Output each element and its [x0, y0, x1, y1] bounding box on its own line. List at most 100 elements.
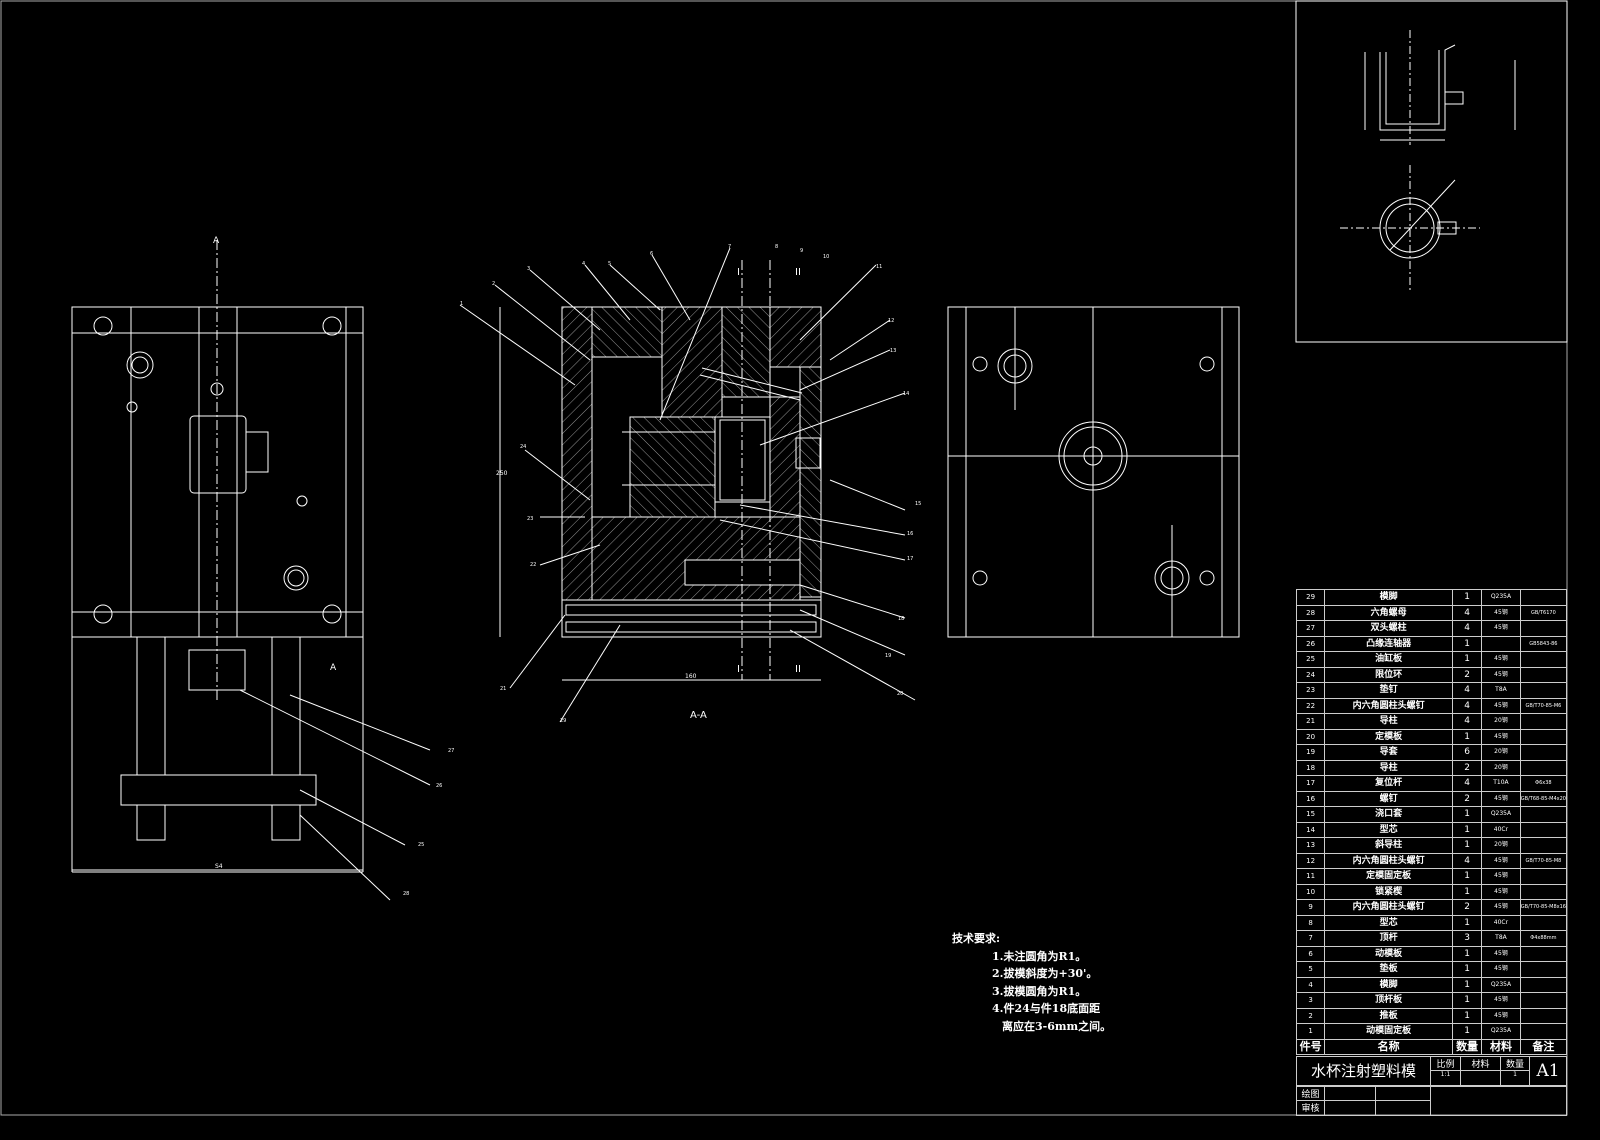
mark-roman-1-bottom: I: [737, 664, 740, 675]
scale-value: 1:1: [1430, 1070, 1461, 1086]
bom-cell-note: [1519, 666, 1568, 683]
bom-cell-no: 7: [1295, 930, 1326, 947]
bom-cell-no: 17: [1295, 775, 1326, 792]
bom-cell-name: 导套: [1324, 744, 1454, 761]
title-block: 水杯注射塑料模 比例 材料 数量 1:1 1 A1 绘图 审核: [1296, 1056, 1567, 1116]
tech-title: 技术要求:: [952, 932, 1001, 945]
bom-cell-note: [1519, 759, 1568, 776]
top-view: [947, 306, 1240, 638]
bom-cell-name: 内六角圆柱头螺钉: [1324, 697, 1454, 714]
bom-cell-qty: 数量: [1452, 1038, 1483, 1055]
bom-cell-name: 凸缘连轴器: [1324, 635, 1454, 652]
bom-cell-name: 模脚: [1324, 589, 1454, 606]
bom-cell-mat: 45钢: [1481, 790, 1521, 807]
bom-cell-no: 6: [1295, 945, 1326, 962]
leader-label: 19: [885, 653, 891, 659]
bom-cell-qty: 4: [1452, 697, 1483, 714]
bom-cell-qty: 2: [1452, 666, 1483, 683]
bom-cell-note: [1519, 589, 1568, 606]
bom-cell-no: 5: [1295, 961, 1326, 978]
part-detail-frame: [1295, 0, 1568, 343]
bom-cell-note: [1519, 961, 1568, 978]
mark-roman-2-bottom: II: [795, 664, 801, 675]
leader-label: 8: [775, 244, 778, 250]
leader-label: 18: [898, 616, 904, 622]
bom-cell-qty: 1: [1452, 728, 1483, 745]
bom-cell-qty: 4: [1452, 682, 1483, 699]
bom-cell-mat: 45钢: [1481, 945, 1521, 962]
bom-cell-note: GB/T70-85-M8x16: [1519, 899, 1568, 916]
bom-cell-qty: 1: [1452, 837, 1483, 854]
checked-value: [1324, 1100, 1376, 1116]
bom-cell-note: [1519, 1023, 1568, 1040]
bom-cell-mat: 45钢: [1481, 868, 1521, 885]
bom-cell-mat: 45钢: [1481, 992, 1521, 1009]
bom-cell-qty: 1: [1452, 821, 1483, 838]
drawing-frame: [0, 0, 1568, 1116]
bom-cell-name: 油缸板: [1324, 651, 1454, 668]
bom-cell-note: [1519, 883, 1568, 900]
bom-cell-name: 导柱: [1324, 759, 1454, 776]
bom-cell-no: 20: [1295, 728, 1326, 745]
bom-cell-mat: 45钢: [1481, 728, 1521, 745]
bom-cell-note: Φ4x88mm: [1519, 930, 1568, 947]
leader-label: 22: [530, 562, 536, 568]
checked-label: 审核: [1296, 1100, 1325, 1116]
leader-label: 29: [560, 718, 566, 724]
bom-cell-note: [1519, 744, 1568, 761]
bom-cell-name: 限位环: [1324, 666, 1454, 683]
company-cell: [1430, 1086, 1567, 1116]
leader-label: 14: [903, 391, 909, 397]
sheet-size: A1: [1529, 1056, 1567, 1086]
bom-cell-qty: 1: [1452, 945, 1483, 962]
dim-left-width: S4: [215, 863, 223, 870]
section-mark-a-bottom: A: [330, 663, 337, 673]
bom-cell-name: 浇口套: [1324, 806, 1454, 823]
side-view: [71, 240, 431, 901]
bom-cell-mat: 20钢: [1481, 744, 1521, 761]
bom-cell-name: 双头螺柱: [1324, 620, 1454, 637]
bom-cell-note: [1519, 976, 1568, 993]
bom-cell-name: 导柱: [1324, 713, 1454, 730]
leader-label: 23: [527, 516, 533, 522]
bom-cell-name: 型芯: [1324, 914, 1454, 931]
bom-cell-note: [1519, 821, 1568, 838]
bom-cell-qty: 4: [1452, 604, 1483, 621]
bom-cell-name: 顶杆板: [1324, 992, 1454, 1009]
bom-cell-name: 型芯: [1324, 821, 1454, 838]
drawn-label: 绘图: [1296, 1086, 1325, 1101]
bom-cell-note: GB/T70-85-M6: [1519, 697, 1568, 714]
bom-cell-qty: 1: [1452, 992, 1483, 1009]
bom-cell-no: 12: [1295, 852, 1326, 869]
bom-cell-note: GB5843-86: [1519, 635, 1568, 652]
bom-cell-qty: 1: [1452, 651, 1483, 668]
bom-cell-no: 14: [1295, 821, 1326, 838]
technical-requirements: 技术要求: 1.未注圆角为R1。 2.拔模斜度为+30'。 3.拔模圆角为R1。…: [952, 930, 1111, 1035]
bom-cell-mat: 40Cr: [1481, 821, 1521, 838]
bom-cell-mat: [1481, 635, 1521, 652]
leader-label: 27: [448, 748, 454, 754]
qty-label: 数量: [1500, 1056, 1530, 1071]
bom-cell-mat: T10A: [1481, 775, 1521, 792]
leader-label: 13: [890, 348, 896, 354]
bom-cell-qty: 1: [1452, 914, 1483, 931]
bom-cell-note: Φ6x38: [1519, 775, 1568, 792]
bom-cell-qty: 1: [1452, 1007, 1483, 1024]
bom-cell-name: 内六角圆柱头螺钉: [1324, 852, 1454, 869]
leader-label: 25: [418, 842, 424, 848]
